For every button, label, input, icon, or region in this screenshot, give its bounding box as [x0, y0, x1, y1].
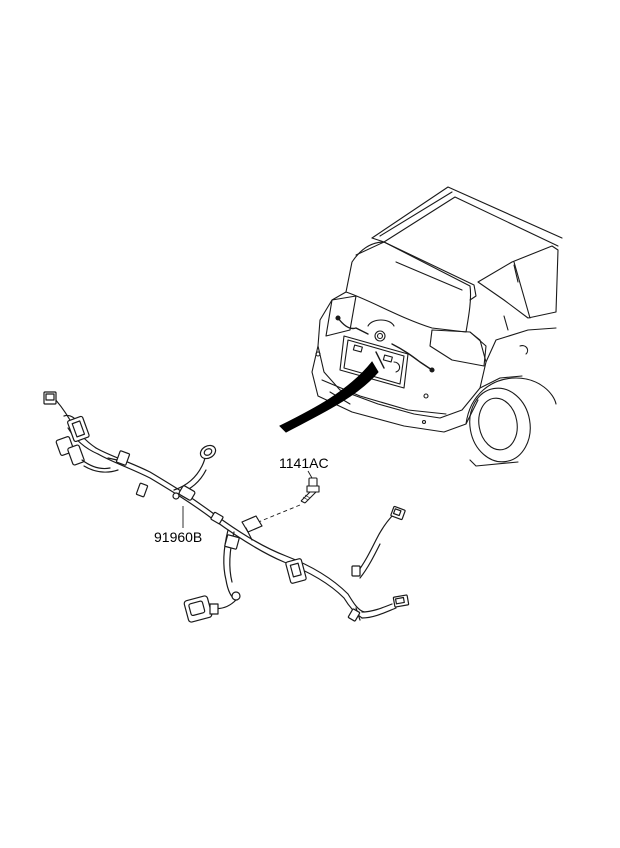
rear-window [345, 241, 472, 333]
leader-line-1141ac [307, 470, 313, 479]
bolt-part [300, 477, 320, 504]
rear-tire [469, 387, 531, 463]
install-dash-line [255, 504, 301, 524]
connector-main [285, 558, 307, 584]
wheel-arch [465, 377, 557, 425]
connector-right-top [390, 505, 406, 521]
part-number-label-bolt: 1141AC [279, 455, 329, 471]
connector-left-a [67, 415, 90, 443]
connector-left-top [43, 391, 57, 405]
taillamp-left [325, 295, 357, 337]
clip-2 [178, 485, 196, 501]
side-window [477, 245, 559, 319]
connector-lower [183, 595, 213, 623]
clip-1 [135, 482, 149, 498]
location-pointer-arrow [279, 361, 379, 433]
part-number-label-harness: 91960B [154, 529, 203, 545]
mount-bracket [241, 515, 263, 533]
vehicle-illustration [311, 186, 563, 467]
taillamp-right [429, 329, 487, 367]
wiring-harness [43, 391, 410, 623]
connector-loop [199, 444, 217, 460]
